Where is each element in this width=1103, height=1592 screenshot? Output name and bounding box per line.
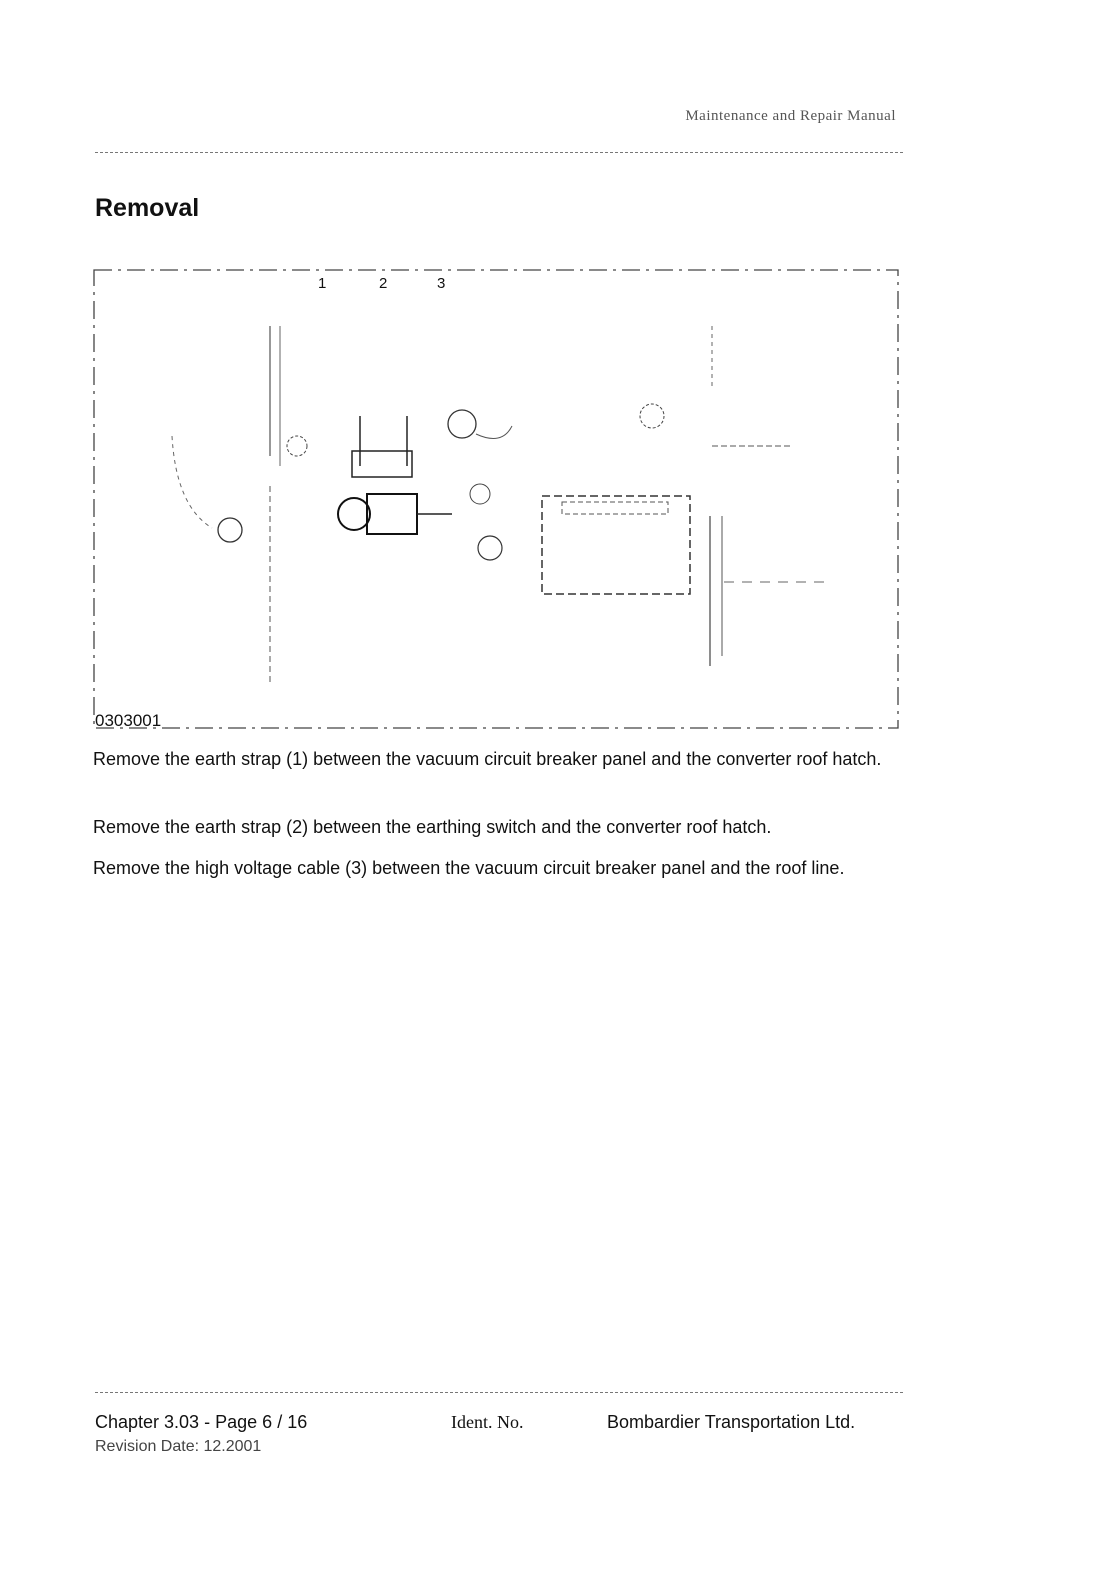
- figure-insulator: [639, 403, 665, 429]
- footer-revision: Revision Date: 12.2001: [95, 1438, 262, 1455]
- figure-roof-hatch: [541, 495, 691, 595]
- figure-insulator: [469, 483, 491, 505]
- figure-insulator: [477, 535, 503, 561]
- callout-2: 2: [379, 275, 387, 292]
- footer-page-sep: /: [277, 1412, 283, 1432]
- footer-ident-label: Ident. No.: [451, 1412, 524, 1432]
- footer-company: Bombardier Transportation Ltd.: [607, 1412, 856, 1432]
- section-title: Removal: [95, 194, 200, 222]
- instruction-2: Remove the earth strap (2) between the e…: [93, 817, 772, 837]
- figure-breaker-body: [366, 493, 418, 535]
- footer-page-ref: Chapter 3.03 - Page 6 / 16: [95, 1412, 307, 1433]
- removal-figure: 1 2 3: [93, 269, 899, 729]
- footer-chapter: Chapter 3.03: [95, 1412, 200, 1432]
- figure-bushing: [217, 517, 243, 543]
- callout-3: 3: [437, 275, 445, 292]
- figure-cable-curve: [171, 435, 213, 529]
- footer-page-number: 6: [262, 1412, 273, 1432]
- footer-rule: [95, 1392, 903, 1393]
- figure-hatch-detail: [561, 501, 669, 515]
- header-rule: [95, 152, 903, 153]
- callout-1: 1: [318, 275, 326, 292]
- figure-breaker-top: [351, 450, 413, 478]
- instruction-3: Remove the high voltage cable (3) betwee…: [93, 858, 845, 878]
- figure-insulator: [447, 409, 477, 439]
- instruction-1: Remove the earth strap (1) between the v…: [93, 749, 882, 769]
- footer-page-label: - Page: [204, 1412, 258, 1432]
- figure-insulator: [286, 435, 308, 457]
- figure-strap-curve: [475, 425, 513, 439]
- footer-page-total: 16: [287, 1412, 308, 1432]
- figure-breaker-pole: [337, 497, 371, 531]
- header-title: Maintenance and Repair Manual: [685, 108, 896, 124]
- figure-frame: [93, 269, 899, 729]
- figure-id: 0303001: [95, 711, 162, 730]
